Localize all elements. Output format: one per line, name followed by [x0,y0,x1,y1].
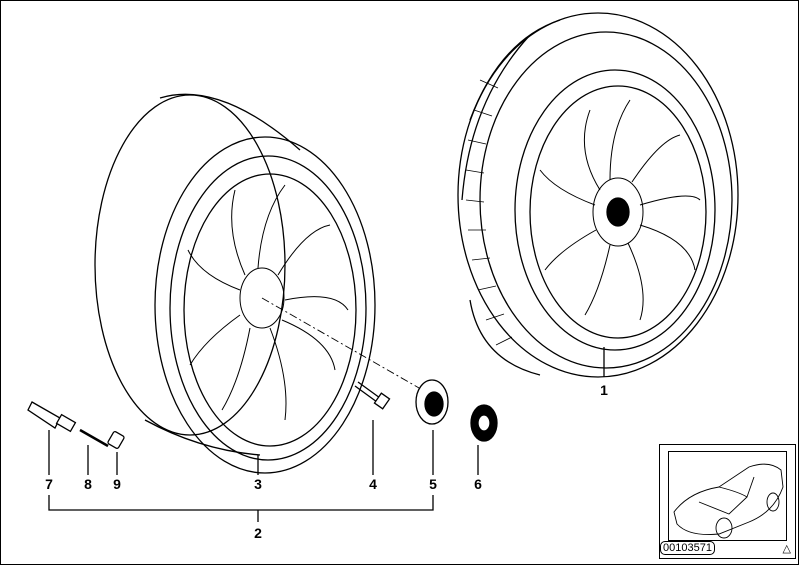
triangle-marker-icon: △ [782,543,791,555]
callout-1[interactable]: 1 [600,382,608,398]
emblem[interactable] [470,404,498,442]
assembly-axis [261,297,441,401]
group-bracket [48,495,434,522]
hub-cap[interactable] [415,379,449,425]
callout-8[interactable]: 8 [84,476,92,492]
callout-3[interactable]: 3 [254,476,262,492]
callout-4[interactable]: 4 [369,476,377,492]
callout-6[interactable]: 6 [474,476,482,492]
callout-7[interactable]: 7 [45,476,53,492]
tire-valve[interactable] [27,401,77,433]
callout-2[interactable]: 2 [254,525,262,541]
wheel-bolt[interactable] [354,381,391,410]
car-icon [673,463,784,539]
valve-cap[interactable] [107,431,125,449]
diagram-code: 00103571 [660,541,715,555]
center-cap-right [606,197,630,227]
callout-9[interactable]: 9 [113,476,121,492]
car-sketch [668,451,787,541]
valve-insert[interactable] [79,428,109,448]
vehicle-thumbnail: 00103571 △ [659,444,796,559]
light-alloy-rim[interactable] [94,93,376,474]
callout-5[interactable]: 5 [429,476,437,492]
complete-wheel-tire[interactable] [457,12,739,378]
spokes-right [539,99,701,321]
